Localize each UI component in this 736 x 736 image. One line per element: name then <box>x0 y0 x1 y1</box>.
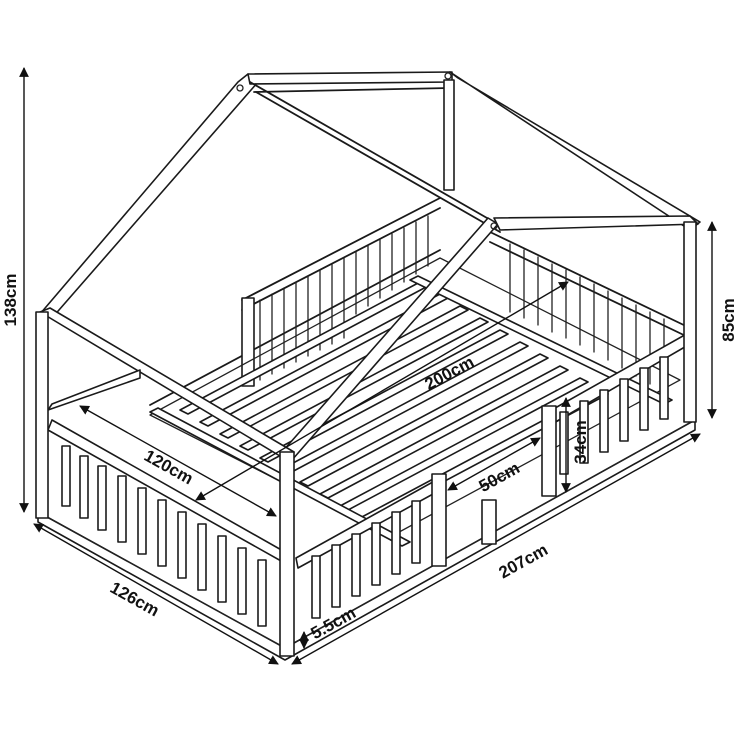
total-height-label: 138cm <box>1 274 20 327</box>
overall-length-label: 207cm <box>496 540 552 582</box>
corner-posts <box>35 221 697 657</box>
rail-height-label: 34cm <box>571 420 590 463</box>
side-height-label: 85cm <box>719 298 736 341</box>
dimension-lines <box>19 67 717 665</box>
base-frame <box>37 419 696 661</box>
entry-width-label: 50cm <box>476 458 523 496</box>
